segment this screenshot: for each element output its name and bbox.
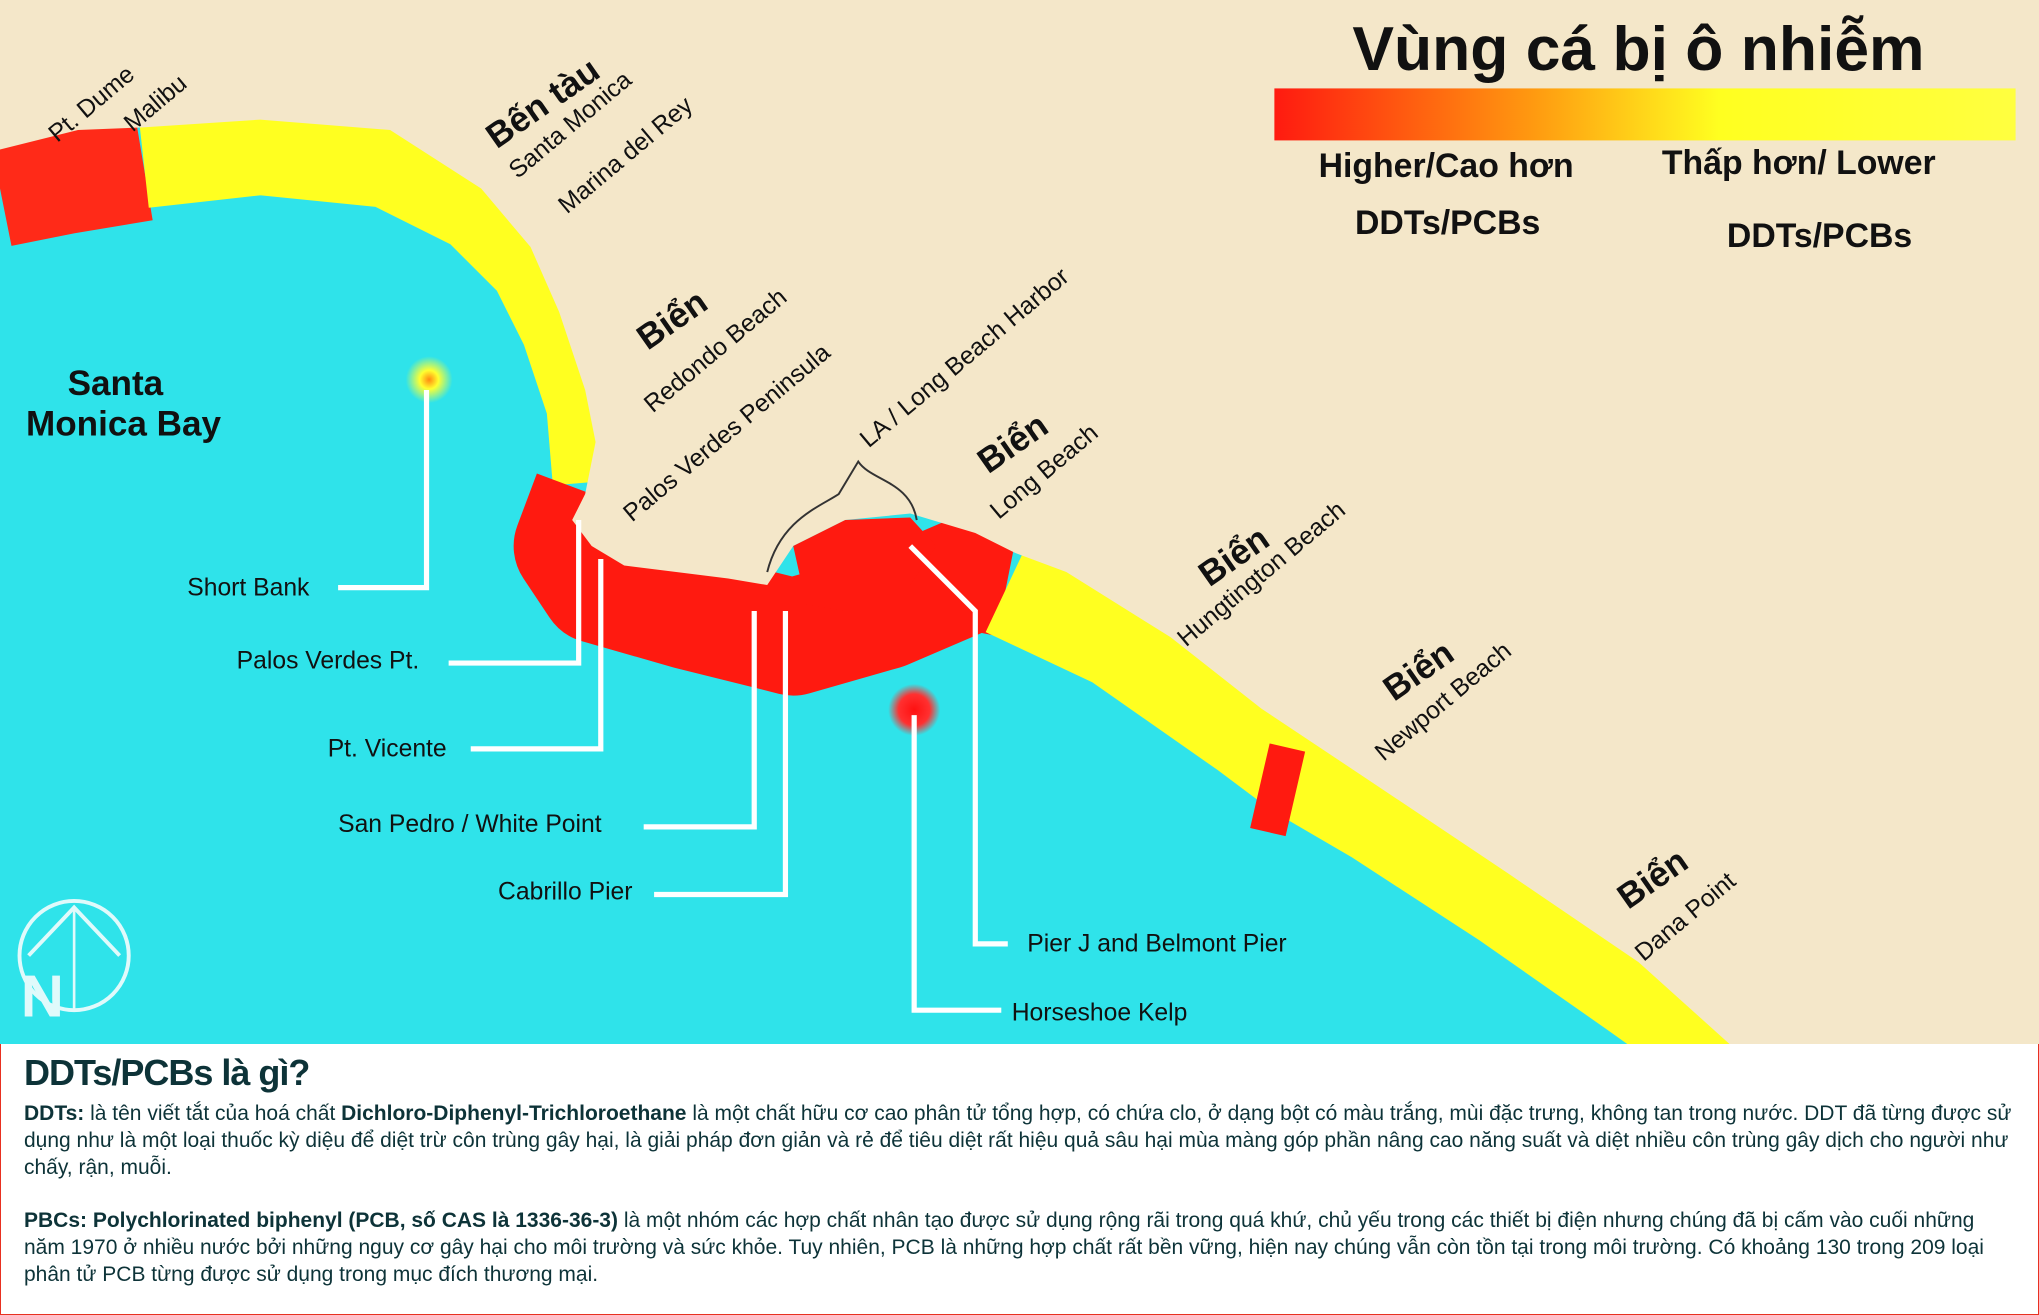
site-horseshoe-kelp: Horseshoe Kelp bbox=[1012, 1000, 1188, 1027]
pcb-text: là một nhóm các hợp chất nhân tạo được s… bbox=[24, 1209, 1984, 1286]
ddt-text-2: là một chất hữu cơ cao phân tử tổng hợp,… bbox=[24, 1102, 2012, 1179]
ddt-term: DDTs: bbox=[24, 1102, 85, 1125]
horseshoe-kelp-hotspot bbox=[888, 683, 941, 736]
pcb-term: PBCs: Polychlorinated biphenyl (PCB, số … bbox=[24, 1209, 618, 1232]
ddt-chemical-name: Dichloro-Diphenyl-Trichloroethane bbox=[341, 1102, 687, 1125]
bay-name: Santa bbox=[68, 364, 164, 403]
legend-higher-sub: DDTs/PCBs bbox=[1355, 204, 1540, 242]
ddt-paragraph: DDTs: là tên viết tắt của hoá chất Dichl… bbox=[24, 1100, 2014, 1181]
land bbox=[0, 0, 2039, 1044]
site-short-bank: Short Bank bbox=[187, 574, 310, 601]
band-south-yellow bbox=[985, 538, 1760, 1044]
site-san-pedro-white-point: San Pedro / White Point bbox=[338, 811, 602, 838]
bay-name-2: Monica Bay bbox=[26, 405, 222, 444]
legend-lower-label: Thấp hơn/ Lower bbox=[1662, 144, 1936, 182]
short-bank-hotspot bbox=[405, 356, 453, 404]
band-newport-red bbox=[1250, 743, 1306, 837]
legend-gradient-bar bbox=[1274, 88, 2016, 141]
site-palos-verdes-pt: Palos Verdes Pt. bbox=[237, 647, 420, 674]
north-arrow-icon: N bbox=[17, 899, 131, 1030]
harbor-outline bbox=[766, 459, 918, 573]
info-panel: DDTs/PCBs là gì? DDTs: là tên viết tắt c… bbox=[24, 1052, 2014, 1314]
ddt-text-1: là tên viết tắt của hoá chất bbox=[84, 1102, 342, 1125]
pcb-paragraph: PBCs: Polychlorinated biphenyl (PCB, số … bbox=[24, 1207, 2014, 1288]
legend-title: Vùng cá bị ô nhiễm bbox=[1352, 14, 1924, 84]
harbor-area bbox=[793, 517, 937, 612]
north-label: N bbox=[21, 963, 64, 1030]
legend-higher-label: Higher/Cao hơn bbox=[1319, 147, 1574, 185]
site-cabrillo-pier: Cabrillo Pier bbox=[498, 879, 632, 906]
contamination-map: Vùng cá bị ô nhiễm Higher/Cao hơn DDTs/P… bbox=[0, 0, 2039, 1044]
site-pier-j-belmont: Pier J and Belmont Pier bbox=[1027, 931, 1286, 958]
band-malibu-red bbox=[0, 104, 153, 246]
info-title: DDTs/PCBs là gì? bbox=[24, 1052, 310, 1093]
leader-lines bbox=[338, 390, 1008, 1013]
legend-lower-sub: DDTs/PCBs bbox=[1727, 217, 1912, 255]
site-pt-vicente: Pt. Vicente bbox=[328, 736, 447, 763]
